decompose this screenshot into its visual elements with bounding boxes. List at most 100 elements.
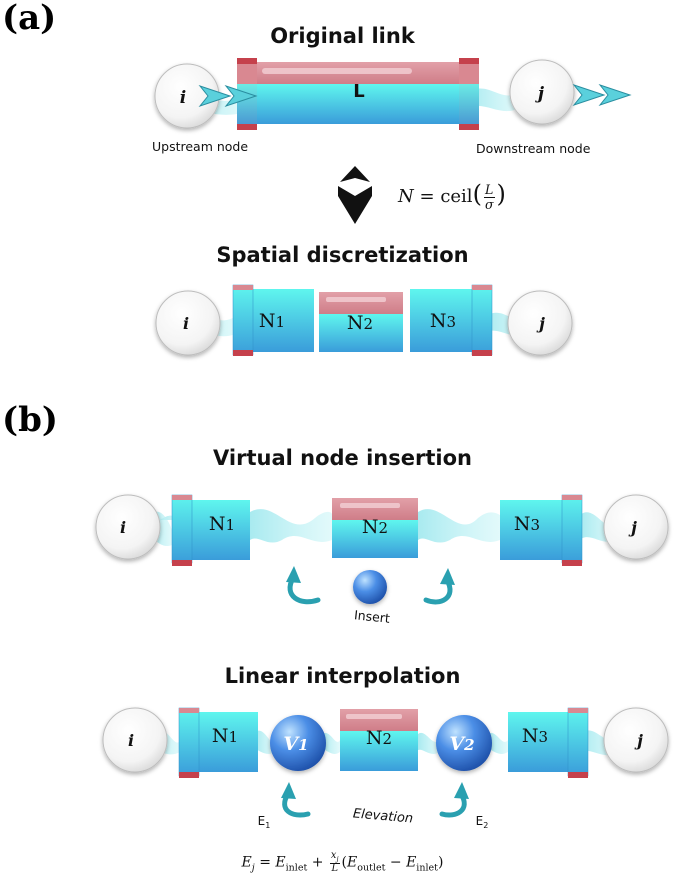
- ins-node-j: [603, 494, 669, 560]
- insertion-group: i j N1 N2 N3 Insert: [95, 494, 669, 626]
- formula-ceil: ceil: [440, 186, 473, 207]
- formula-xj-sub: j: [336, 854, 339, 863]
- ins-node-i-label: i: [120, 518, 126, 537]
- upstream-node-caption: Upstream node: [152, 139, 249, 154]
- formula-xj: x: [330, 850, 337, 861]
- segment-n2-label: N2: [347, 312, 373, 334]
- ins-segment-n2: [332, 520, 418, 558]
- virtual-node-v1: [270, 715, 326, 771]
- int-segment-n3-flange-base: [568, 772, 588, 778]
- int-segment-n1-label: N1: [212, 725, 238, 747]
- spatial-discretization-title: Spatial discretization: [216, 243, 469, 267]
- formula-sigma: σ: [484, 196, 494, 212]
- right-flange-water: [459, 84, 479, 124]
- int-node-i: [102, 707, 168, 773]
- ins-segment-n3-flange: [561, 494, 583, 564]
- segment-n1-flange-base: [233, 350, 253, 356]
- right-flange-base: [459, 124, 479, 130]
- formula-e-inlet-2: E: [406, 854, 417, 871]
- segment-n2-highlight: [326, 297, 386, 302]
- segment-n1-flange-top: [233, 285, 253, 290]
- insert-sphere-icon: [353, 570, 387, 604]
- right-flange-top: [459, 58, 479, 64]
- ins-flow-n1-n2: [250, 509, 332, 543]
- ins-segment-n1-flange-base: [172, 560, 192, 566]
- segment-n3-flange-base: [472, 350, 492, 356]
- outflow-arrows-icon: [572, 83, 632, 107]
- pipe-water-section: [250, 84, 465, 124]
- linear-interpolation-title: Linear interpolation: [224, 664, 461, 688]
- virtual-node-v2-label: V2: [449, 733, 474, 755]
- inflow-arrows-icon: [198, 84, 258, 108]
- segment-n2: [319, 314, 403, 352]
- int-node-j: [603, 707, 669, 773]
- int-segment-n2: [340, 731, 418, 771]
- segment-n3-flange: [471, 284, 493, 356]
- down-arrow-icon: [338, 166, 372, 224]
- int-node-j-label: j: [634, 731, 643, 750]
- virtual-node-v2: [436, 715, 492, 771]
- panel-b-label: (b): [2, 400, 58, 440]
- formula-e-inlet-sub: inlet: [285, 862, 308, 874]
- int-segment-n3-label: N3: [522, 725, 548, 747]
- ins-node-i: [95, 494, 161, 560]
- segment-n1-label: N1: [259, 310, 285, 332]
- ins-segment-n2-label: N2: [362, 516, 388, 538]
- ins-segment-n3-flange-top: [562, 495, 582, 500]
- elevation-caption: Elevation: [352, 806, 413, 826]
- segment-n3-label: N3: [430, 310, 456, 332]
- formula-e-inlet: E: [275, 854, 286, 871]
- int-flow-n1-v1: [255, 730, 275, 754]
- formula-ej-sub: j: [251, 862, 255, 874]
- formula-eq: =: [259, 854, 271, 871]
- int-flow-v1-n2: [322, 732, 340, 754]
- formula-equals: =: [419, 186, 435, 207]
- formula-ej: E: [241, 854, 252, 871]
- e2-label: E2: [476, 814, 489, 830]
- ins-segment-n1-label: N1: [209, 513, 235, 535]
- int-flow-v2-n3: [488, 732, 508, 754]
- formula-l-den: L: [331, 862, 338, 874]
- downstream-flow: [468, 88, 520, 112]
- segment-n2-air: [319, 292, 403, 314]
- int-segment-n3-flange: [567, 707, 589, 777]
- virtual-node-v1-label: V1: [283, 733, 308, 755]
- int-flow-n2-v2: [418, 732, 440, 754]
- int-segment-n1-flange: [178, 707, 200, 777]
- formula-n: N: [398, 186, 414, 207]
- segment-n1-flange: [232, 284, 254, 356]
- left-flange-water: [237, 84, 257, 124]
- disc-node-i-label: i: [183, 314, 189, 333]
- interpolation-group: V1 V2 i j N1 N2 N3 E1 Elevation E2: [102, 707, 669, 830]
- ins-segment-n3-flange-base: [562, 560, 582, 566]
- downstream-node-j: [509, 59, 575, 125]
- int-segment-n1-flange-top: [179, 708, 199, 713]
- left-flange-top: [237, 58, 257, 64]
- node-j-label: j: [535, 84, 545, 104]
- disc-node-i: [155, 290, 221, 356]
- ins-segment-n1-flange-top: [172, 495, 192, 500]
- curved-arrow-right-icon: [423, 568, 455, 605]
- link-l-label: L: [353, 81, 364, 102]
- int-segment-n1-flange-base: [179, 772, 199, 778]
- discretization-group: i j N1 N2 N3: [155, 284, 573, 356]
- original-link-group: i j L: [154, 58, 632, 130]
- formula-e-outlet: E: [347, 854, 358, 871]
- insert-caption: Insert: [353, 607, 390, 626]
- virtual-node-insertion-title: Virtual node insertion: [213, 446, 472, 470]
- formula-e-outlet-sub: outlet: [357, 862, 386, 874]
- ins-node-j-label: j: [628, 518, 637, 537]
- disc-node-j: [507, 290, 573, 356]
- formula-minus: −: [389, 854, 402, 871]
- int-segment-n2-label: N2: [366, 727, 392, 749]
- panel-a-label: (a): [2, 0, 57, 38]
- elevation-arrow-right-icon: [439, 782, 469, 818]
- node-i-label: i: [180, 88, 186, 108]
- formula-e-inlet-2-sub: inlet: [416, 862, 438, 874]
- int-node-i-label: i: [128, 731, 134, 750]
- formula-l: L: [485, 182, 494, 198]
- formula-plus: +: [311, 854, 324, 871]
